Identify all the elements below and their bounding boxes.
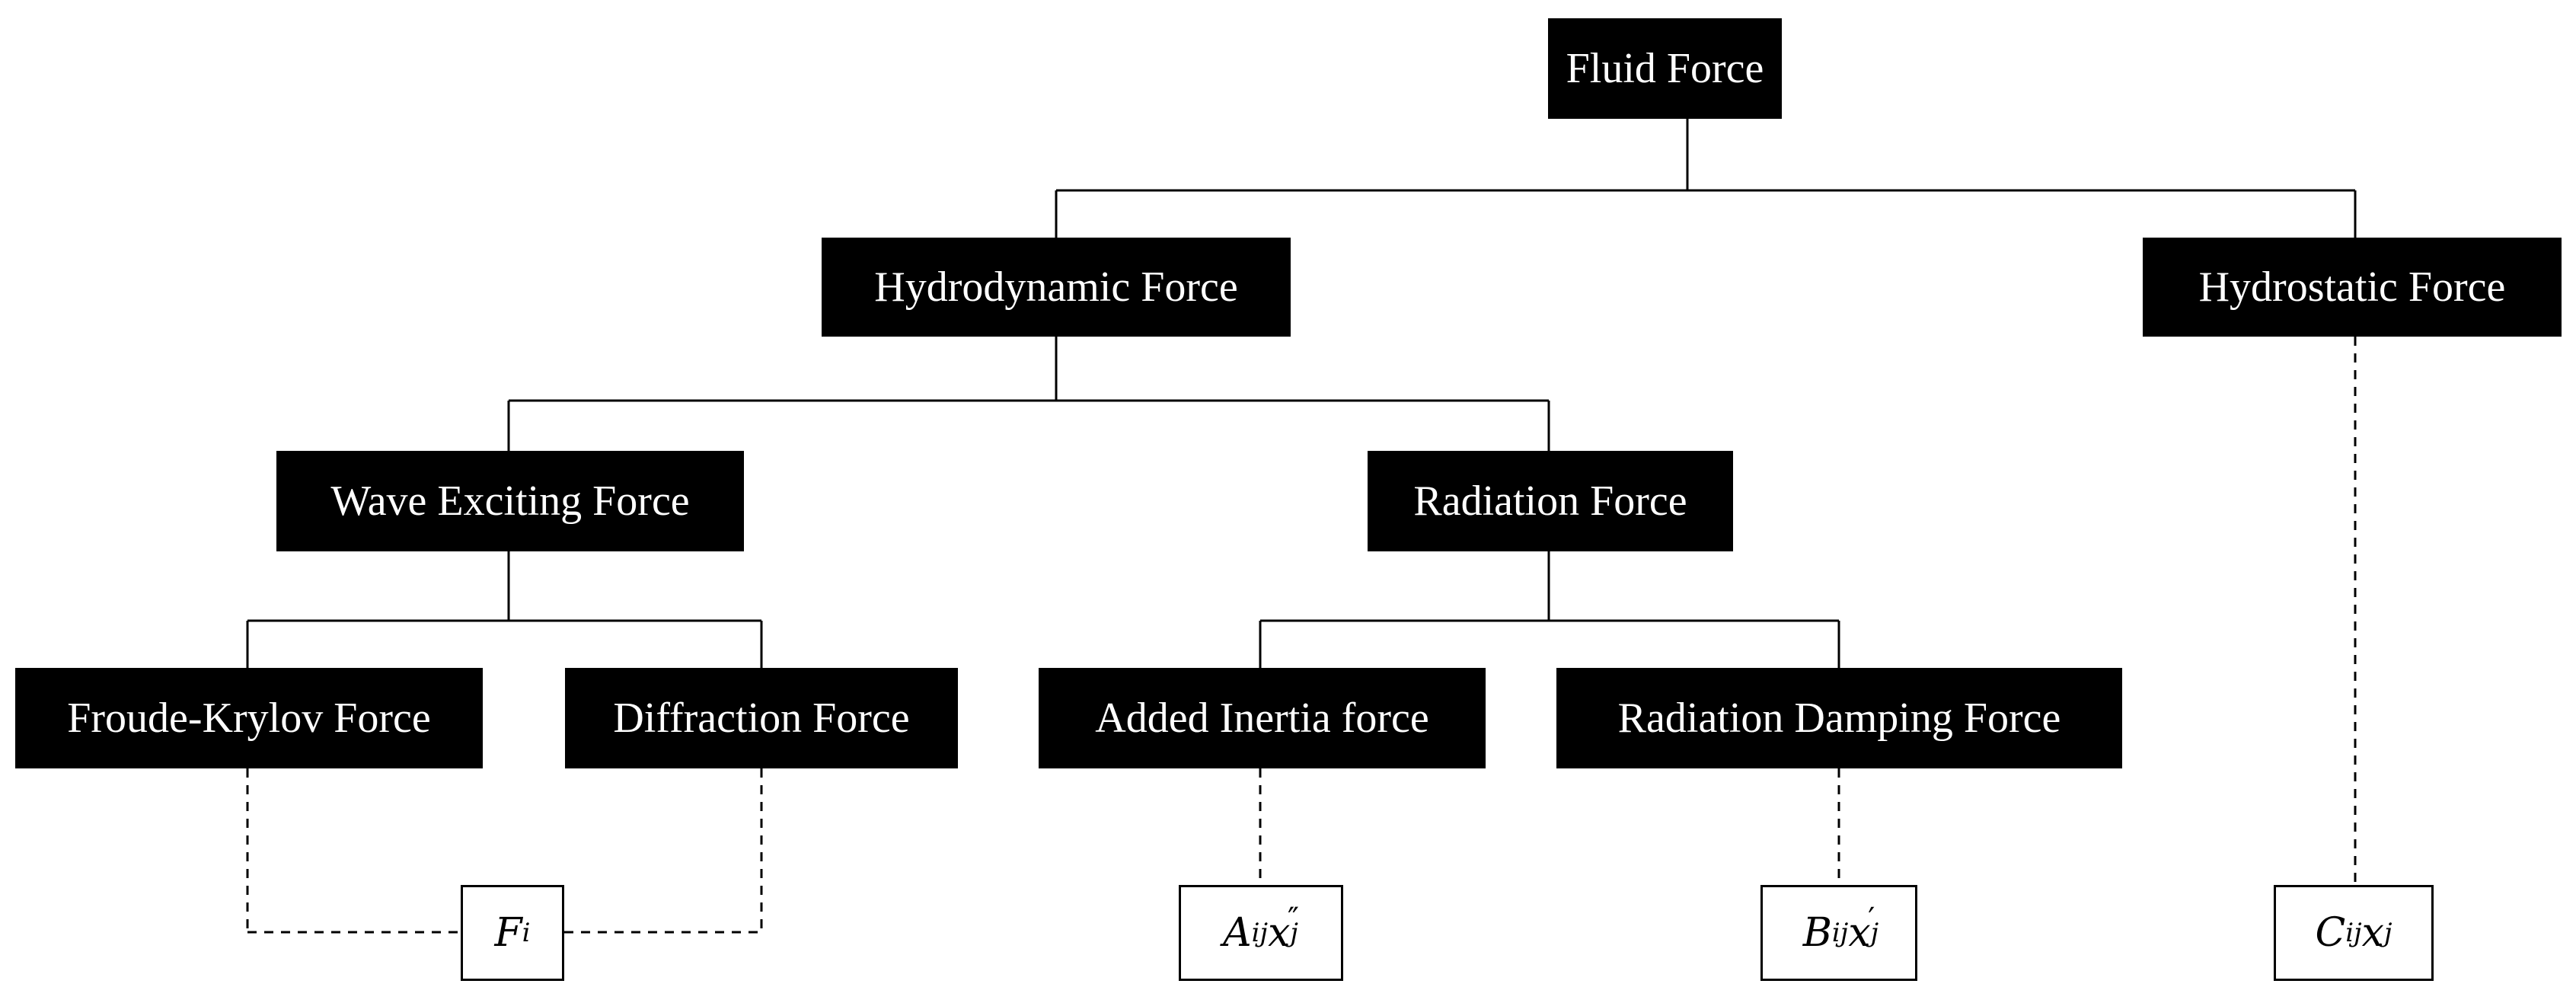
formula-variable-subscript: j xyxy=(1290,918,1298,948)
formula-coefficient-subscript: ij xyxy=(1251,918,1269,948)
formula-coefficient: A xyxy=(1223,910,1252,956)
formula-coefficient-subscript: ij xyxy=(2345,918,2362,948)
formula-symbol: F xyxy=(494,910,522,956)
formula-subscript: i xyxy=(522,918,531,948)
formula-variable: x xyxy=(2361,910,2384,956)
node-diffraction-force: Diffraction Force xyxy=(565,668,958,768)
formula-variable: x xyxy=(1848,910,1871,956)
formula-coefficient: C xyxy=(2315,910,2346,956)
formula-double-prime: ″ xyxy=(1287,902,1299,937)
node-fluid-force: Fluid Force xyxy=(1548,18,1782,119)
formula-variable-subscript: j xyxy=(2384,918,2392,948)
formula-variable: x xyxy=(1268,910,1291,956)
node-hydrodynamic-force: Hydrodynamic Force xyxy=(822,238,1291,337)
formula-variable-subscript: j xyxy=(1870,918,1879,948)
node-wave-exciting-force: Wave Exciting Force xyxy=(276,451,744,551)
node-added-inertia-force: Added Inertia force xyxy=(1039,668,1486,768)
formula-coefficient-subscript: ij xyxy=(1831,918,1849,948)
node-radiation-force: Radiation Force xyxy=(1368,451,1733,551)
formula-prime: ′ xyxy=(1868,902,1875,937)
formula-coefficient: B xyxy=(1802,910,1832,956)
node-froude-krylov-force: Froude-Krylov Force xyxy=(15,668,483,768)
node-hydrostatic-force: Hydrostatic Force xyxy=(2143,238,2562,337)
node-radiation-damping-force: Radiation Damping Force xyxy=(1556,668,2122,768)
